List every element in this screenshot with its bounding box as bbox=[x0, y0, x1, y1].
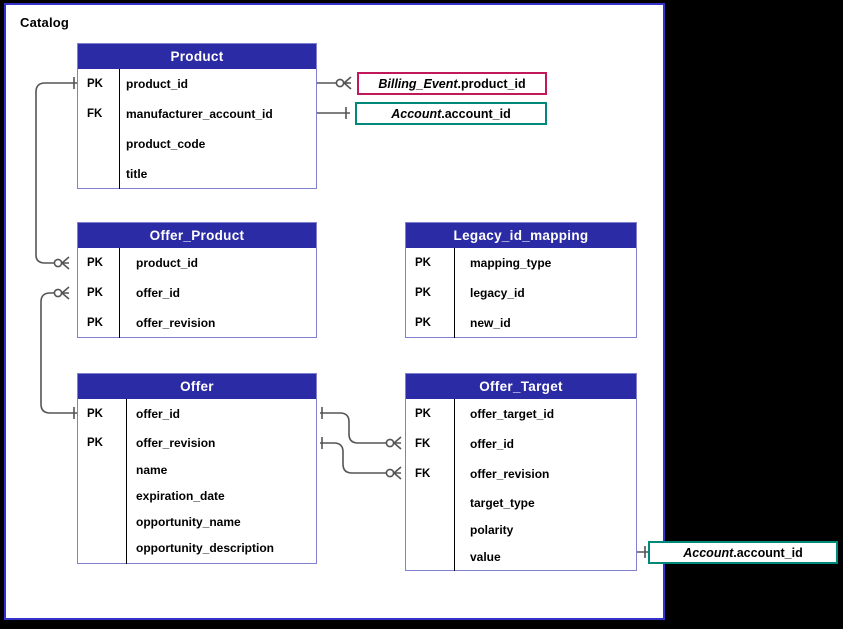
attribute-name: opportunity_description bbox=[136, 541, 274, 555]
attribute-name: legacy_id bbox=[470, 286, 525, 300]
entity-offer-product-header: Offer_Product bbox=[78, 223, 316, 248]
external-ref-account-bottom[interactable]: Account.account_id bbox=[648, 541, 838, 564]
attribute-name: offer_id bbox=[136, 286, 181, 300]
entity-product-header: Product bbox=[78, 44, 316, 69]
attribute-key: PK bbox=[415, 257, 431, 269]
attribute-name: expiration_date bbox=[136, 489, 225, 503]
attribute-row[interactable]: polarity bbox=[406, 517, 636, 544]
attribute-row[interactable]: FK offer_revision bbox=[406, 459, 636, 489]
attribute-row[interactable]: PK product_id bbox=[78, 69, 316, 99]
entity-offer[interactable]: Offer PK offer_id PK offer_revision name… bbox=[77, 373, 317, 564]
attribute-row[interactable]: expiration_date bbox=[78, 483, 316, 509]
column-divider bbox=[454, 399, 455, 571]
external-ref-attribute: product_id bbox=[461, 76, 526, 91]
attribute-name: product_code bbox=[126, 137, 206, 151]
entity-offer-target-header: Offer_Target bbox=[406, 374, 636, 399]
attribute-name: target_type bbox=[470, 496, 535, 510]
attribute-row[interactable]: opportunity_name bbox=[78, 509, 316, 535]
attribute-name: product_id bbox=[136, 256, 198, 270]
attribute-row[interactable]: target_type bbox=[406, 489, 636, 517]
attribute-name: offer_revision bbox=[470, 467, 550, 481]
attribute-row[interactable]: FK offer_id bbox=[406, 429, 636, 459]
external-ref-separator: . bbox=[441, 106, 445, 121]
attribute-row[interactable]: PK product_id bbox=[78, 248, 316, 278]
attribute-row[interactable]: PK legacy_id bbox=[406, 278, 636, 308]
entity-offer-target[interactable]: Offer_Target PK offer_target_id FK offer… bbox=[405, 373, 637, 571]
external-ref-billing-event[interactable]: Billing_Event.product_id bbox=[357, 72, 547, 95]
entity-product-body: PK product_id FK manufacturer_account_id… bbox=[78, 69, 316, 189]
attribute-row[interactable]: title bbox=[78, 159, 316, 189]
attribute-name: offer_revision bbox=[136, 436, 216, 450]
attribute-key: PK bbox=[87, 408, 103, 420]
attribute-name: offer_revision bbox=[136, 316, 216, 330]
attribute-key: PK bbox=[87, 287, 103, 299]
entity-legacy-id-mapping-header: Legacy_id_mapping bbox=[406, 223, 636, 248]
entity-legacy-id-mapping-body: PK mapping_type PK legacy_id PK new_id bbox=[406, 248, 636, 338]
attribute-row[interactable]: opportunity_description bbox=[78, 535, 316, 561]
external-ref-entity: Account bbox=[683, 545, 734, 560]
attribute-row[interactable]: value bbox=[406, 544, 636, 571]
attribute-row[interactable]: PK offer_target_id bbox=[406, 399, 636, 429]
entity-product[interactable]: Product PK product_id FK manufacturer_ac… bbox=[77, 43, 317, 189]
attribute-name: offer_id bbox=[470, 437, 515, 451]
external-ref-attribute: account_id bbox=[736, 545, 803, 560]
attribute-row[interactable]: product_code bbox=[78, 129, 316, 159]
external-ref-separator: . bbox=[733, 545, 737, 560]
attribute-key: PK bbox=[415, 317, 431, 329]
column-divider bbox=[119, 248, 120, 338]
attribute-name: title bbox=[126, 167, 148, 181]
attribute-row[interactable]: PK mapping_type bbox=[406, 248, 636, 278]
attribute-row[interactable]: PK offer_id bbox=[78, 278, 316, 308]
attribute-row[interactable]: PK offer_revision bbox=[78, 429, 316, 457]
external-ref-separator: . bbox=[457, 76, 462, 91]
attribute-name: name bbox=[136, 463, 168, 477]
attribute-key: PK bbox=[87, 78, 103, 90]
attribute-name: value bbox=[470, 550, 501, 564]
attribute-name: polarity bbox=[470, 523, 514, 537]
entity-offer-product-body: PK product_id PK offer_id PK offer_revis… bbox=[78, 248, 316, 338]
entity-offer-body: PK offer_id PK offer_revision name expir… bbox=[78, 399, 316, 564]
external-ref-entity: Billing_Event bbox=[378, 76, 458, 91]
attribute-name: mapping_type bbox=[470, 256, 552, 270]
attribute-key: PK bbox=[87, 317, 103, 329]
attribute-row[interactable]: PK offer_id bbox=[78, 399, 316, 429]
external-ref-entity: Account bbox=[391, 106, 442, 121]
attribute-key: PK bbox=[87, 257, 103, 269]
attribute-name: product_id bbox=[126, 77, 188, 91]
attribute-name: offer_id bbox=[136, 407, 181, 421]
attribute-row[interactable]: FK manufacturer_account_id bbox=[78, 99, 316, 129]
attribute-name: opportunity_name bbox=[136, 515, 241, 529]
attribute-key: PK bbox=[87, 437, 103, 449]
external-ref-attribute: account_id bbox=[444, 106, 511, 121]
column-divider bbox=[126, 399, 127, 564]
column-divider bbox=[119, 69, 120, 189]
attribute-row[interactable]: PK offer_revision bbox=[78, 308, 316, 338]
entity-legacy-id-mapping[interactable]: Legacy_id_mapping PK mapping_type PK leg… bbox=[405, 222, 637, 338]
attribute-key: FK bbox=[415, 438, 431, 450]
external-ref-account-top[interactable]: Account.account_id bbox=[355, 102, 547, 125]
attribute-name: offer_target_id bbox=[470, 407, 555, 421]
diagram-title: Catalog bbox=[20, 15, 70, 30]
attribute-name: manufacturer_account_id bbox=[126, 107, 273, 121]
attribute-key: PK bbox=[415, 287, 431, 299]
entity-offer-product[interactable]: Offer_Product PK product_id PK offer_id … bbox=[77, 222, 317, 338]
attribute-row[interactable]: name bbox=[78, 457, 316, 483]
attribute-key: FK bbox=[415, 468, 431, 480]
attribute-key: PK bbox=[415, 408, 431, 420]
attribute-name: new_id bbox=[470, 316, 511, 330]
attribute-row[interactable]: PK new_id bbox=[406, 308, 636, 338]
attribute-key: FK bbox=[87, 108, 103, 120]
entity-offer-target-body: PK offer_target_id FK offer_id FK offer_… bbox=[406, 399, 636, 571]
entity-offer-header: Offer bbox=[78, 374, 316, 399]
column-divider bbox=[454, 248, 455, 338]
